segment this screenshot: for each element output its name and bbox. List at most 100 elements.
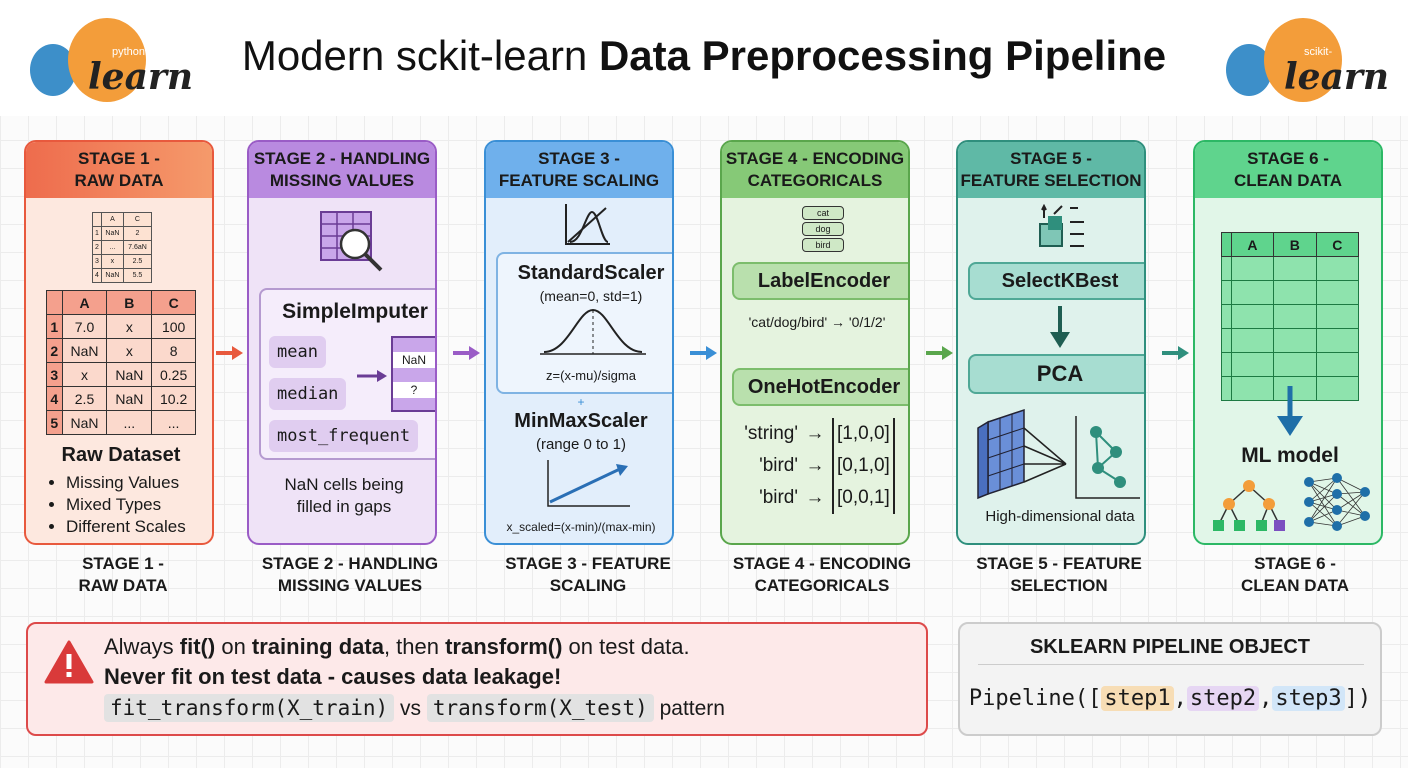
grid-cell [1315,328,1360,353]
grid-cell [1221,328,1232,353]
table-cell: 4 [46,386,63,411]
table-header-cell: B [106,290,153,315]
imputer-note: NaN cells being filled in gaps [284,475,404,516]
stage-1-caption: STAGE 1 - RAW DATA [78,554,168,595]
grid-row [1221,256,1360,281]
onehot-rows: 'string'→[1,0,0] 'bird'→[0,1,0] 'bird'→[… [730,418,908,514]
stage-2-card: STAGE 2 - HANDLING MISSING VALUES Simple… [247,140,437,545]
grid-cell [1221,256,1232,281]
stage-2-caption: STAGE 2 - HANDLING MISSING VALUES [261,554,439,595]
table-header-cell: A [100,212,124,227]
sklearn-logo-left: python learn [30,18,193,108]
leakage-warning: Always fit() on training data, then tran… [26,622,928,736]
stage-arrow-icon [1162,346,1189,360]
decision-tree-icon [1213,480,1285,531]
sklearn-logo-right: scikit- learn [1226,18,1389,108]
grid-cell [1273,304,1317,329]
table-cell: ... [151,410,196,435]
high-dimensional-label: High-dimensional data [985,508,1135,525]
standard-scaler-params: (mean=0, std=1) [539,288,643,304]
table-cell: NaN [106,362,153,387]
standard-scaler-box: StandardScaler (mean=0, std=1) z=(x-mu)/… [496,252,672,394]
grid-row [1221,352,1360,377]
table-cell: 2 [46,338,63,363]
step3-chip: step3 [1272,686,1345,711]
pipeline-code: Pipeline([step1,step2,step3]) [968,686,1372,711]
grid-row [1221,328,1360,353]
bullet: Different Scales [66,516,186,538]
table-cell: 7.6aN [122,240,153,255]
grid-row [1221,280,1360,305]
arrow-icon [357,370,387,382]
table-cell: NaN [106,386,153,411]
table-cell: 2 [92,240,102,255]
table-cell: 3 [92,254,102,269]
pipeline-object-box: SKLEARN PIPELINE OBJECT Pipeline([step1,… [958,622,1382,736]
table-cell: 1 [92,226,102,241]
stage-4-title: STAGE 4 - ENCODING CATEGORICALS [722,142,908,198]
warning-line-1: Always fit() on training data, then tran… [104,634,690,659]
table-cell: 5.5 [122,268,153,283]
grid-header-cell: C [1315,232,1360,257]
table-cell: NaN [61,410,108,435]
table-cell: 2.5 [122,254,153,269]
stage-6-title: STAGE 6 - CLEAN DATA [1195,142,1381,198]
feature-select-icon [1039,204,1084,247]
table-cell: NaN [61,338,108,363]
bell-curve-icon [540,308,646,355]
header: python learn Modern sckit-learn Data Pre… [0,0,1408,116]
warning-line-2: Never fit on test data - causes data lea… [104,664,562,689]
table-cell: 4 [92,268,102,283]
table-cell: x [61,362,108,387]
simple-imputer-box: SimpleImputer mean median most_frequent … [259,288,435,460]
stage-5-title: STAGE 5 - FEATURE SELECTION [958,142,1144,198]
select-k-best-box: SelectKBest [968,262,1144,300]
bullet: Missing Values [66,472,186,494]
grid-cell [1230,376,1275,401]
standard-formula: z=(x-mu)/sigma [546,368,636,383]
imputer-name: SimpleImputer [282,300,428,323]
category-stack: cat dog bird [802,206,844,252]
pipeline-title: SKLEARN PIPELINE OBJECT [1029,636,1311,658]
step1-chip: step1 [1101,686,1174,711]
grid-cell [1230,256,1275,281]
dimension-reduction-icon [977,408,1140,500]
grid-cell [1273,256,1317,281]
table-header-cell [46,290,63,315]
onehot-row: 'string'→[1,0,0] [730,418,908,450]
onehot-row: 'bird'→[0,1,0] [730,450,908,482]
table-row: 2...7.6aN [92,240,153,255]
table-cell: NaN [100,226,124,241]
linear-chart-icon [547,460,630,507]
grid-cell [1221,280,1232,305]
table-cell: 2.5 [61,386,108,411]
grid-row [1221,376,1360,401]
standard-scaler-name: StandardScaler [517,262,665,284]
stage-4-card: STAGE 4 - ENCODING CATEGORICALS cat dog … [720,140,910,545]
stage-3-title: STAGE 3 - FEATURE SCALING [486,142,672,198]
warning-icon [44,640,94,684]
grid-cell [1273,328,1317,353]
grid-cell [1230,304,1275,329]
grid-cell [1315,352,1360,377]
neural-network-icon [1304,473,1370,531]
stage-2-title: STAGE 2 - HANDLING MISSING VALUES [249,142,435,198]
grid-cell [1315,376,1360,401]
grid-cell [1221,352,1232,377]
minmax-scaler-name: MinMaxScaler [514,410,648,432]
table-cell: 5 [46,410,63,435]
strategy-most-frequent: most_frequent [269,420,419,452]
warning-line-3: fit_transform(X_train) vs transform(X_te… [104,694,725,722]
grid-cell [1230,280,1275,305]
imputed-grid: NaN ? [391,336,435,412]
